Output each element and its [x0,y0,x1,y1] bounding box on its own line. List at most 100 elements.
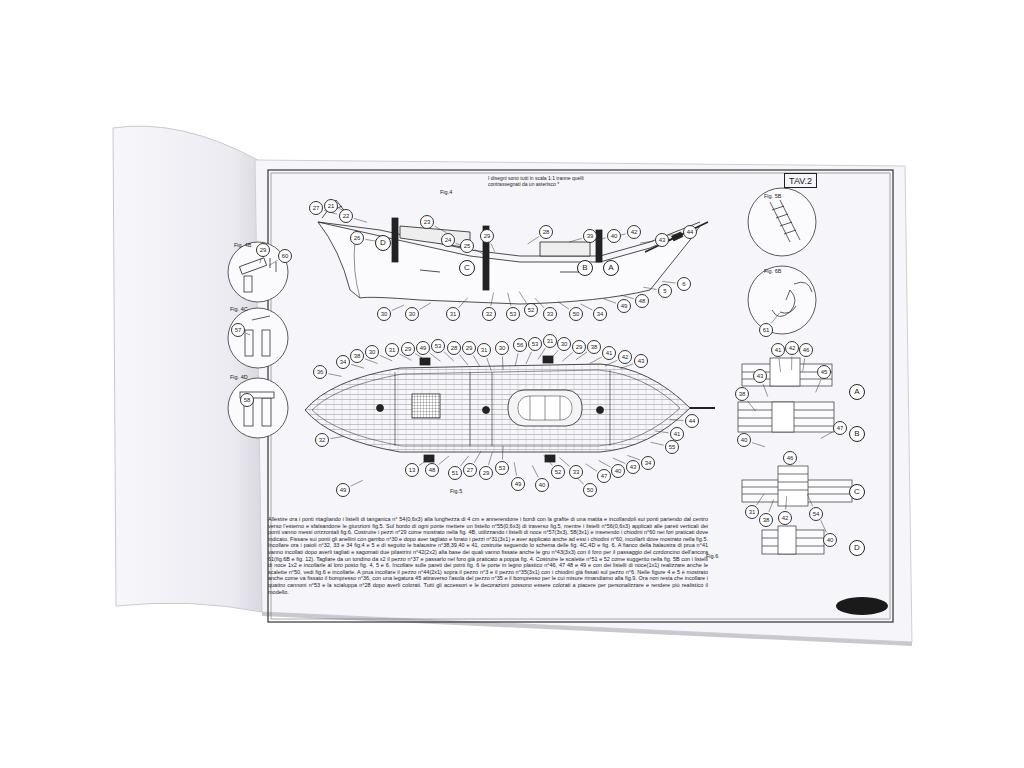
callout-number: 42 [618,350,632,364]
leader-line [430,353,441,361]
leader-line [779,358,781,372]
leader-line [246,333,250,335]
leader-line [581,304,593,310]
callout-number: 49 [336,483,350,497]
callout-number: 30 [557,337,571,351]
section-letter: B [849,426,865,442]
leader-line [816,380,821,393]
callout-number: 48 [425,463,439,477]
callout-number: 38 [735,387,749,401]
callout-number: 31 [477,343,491,357]
leader-line [508,293,511,306]
leader-line [807,494,813,506]
leader-line [569,238,582,242]
callout-number: 29 [479,466,493,480]
leader-line [562,353,572,362]
callout-number: 38 [759,513,773,527]
callout-number: 33 [543,307,557,321]
leader-line [502,357,504,371]
callout-number: 52 [551,465,565,479]
callout-number: 40 [611,464,625,478]
leader-line [791,357,792,371]
callout-number: 46 [799,343,813,357]
callout-number: 47 [833,421,847,435]
callout-number: 29 [256,243,270,257]
callout-number: 41 [602,346,616,360]
callout-number: 42 [627,225,641,239]
figure-label: Fig.5 [450,488,462,494]
leader-line [769,499,774,512]
figure-label: Fig.4 [440,189,452,195]
leader-line [526,352,532,364]
section-letter: D [375,235,391,251]
callout-number: 25 [460,239,474,253]
callout-number: 26 [350,231,364,245]
leader-line [419,303,431,310]
callout-number: 49 [511,477,525,491]
leader-line [747,401,755,412]
callout-number: 43 [634,354,648,368]
callout-number: 36 [313,365,327,379]
leader-line [491,244,495,252]
callout-number: 32 [315,433,329,447]
callout-number: 13 [405,463,419,477]
callout-number: 45 [817,365,831,379]
callout-number: 21 [324,199,338,213]
leader-line [354,218,367,222]
callout-number: 42 [785,341,799,355]
callout-number: 53 [495,461,509,475]
leader-line [590,357,602,364]
leader-line [549,350,558,360]
callout-number: 61 [759,323,773,337]
leader-line [269,260,278,265]
scale-note: I disegni sono tutti in scala 1:1 tranne… [488,176,608,188]
callout-number: 34 [641,456,655,470]
callout-number: 41 [670,427,684,441]
leader-line [328,374,341,377]
figure-label: Fig. 4C [230,306,248,312]
callout-number: 50 [569,307,583,321]
callout-number: 47 [597,469,611,483]
callout-number: 41 [771,343,785,357]
callout-number: 51 [448,466,462,480]
callout-number: 50 [583,483,597,497]
leader-line [605,360,617,366]
callout-number: 54 [809,507,823,521]
callout-number: 53 [506,307,520,321]
callout-number: 29 [572,340,586,354]
callout-number: 27 [309,201,323,215]
leader-line [763,384,768,397]
callout-number: 49 [617,299,631,313]
callout-number: 52 [524,303,538,317]
callout-number: 5 [658,284,672,298]
leader-line [803,358,805,371]
leader-line [473,355,480,367]
callout-number: 28 [447,341,461,355]
callout-number: 46 [783,451,797,465]
leader-line [620,364,633,369]
leader-line [528,237,539,244]
callout-number: 22 [339,209,353,223]
callout-number: 60 [278,249,292,263]
callout-number: 29 [462,341,476,355]
leader-line [519,292,526,303]
callout-number: 43 [655,233,669,247]
leader-line [459,298,468,308]
callout-number: 56 [513,338,527,352]
section-letter: D [849,540,865,556]
callout-number: 27 [463,463,477,477]
plate-number-box: TAV.2 [784,173,817,188]
figure-label: Fig. 4B [234,242,251,248]
leader-line [662,281,675,283]
section-letter: A [849,384,865,400]
leader-line [351,364,364,368]
leader-line [821,432,833,439]
leader-line [668,233,681,235]
leader-line [603,299,616,304]
leader-line [459,355,468,365]
leader-line [514,462,516,475]
leader-line [640,241,653,243]
leader-line [786,496,787,509]
figure-label: Fig. 5B [764,193,781,199]
